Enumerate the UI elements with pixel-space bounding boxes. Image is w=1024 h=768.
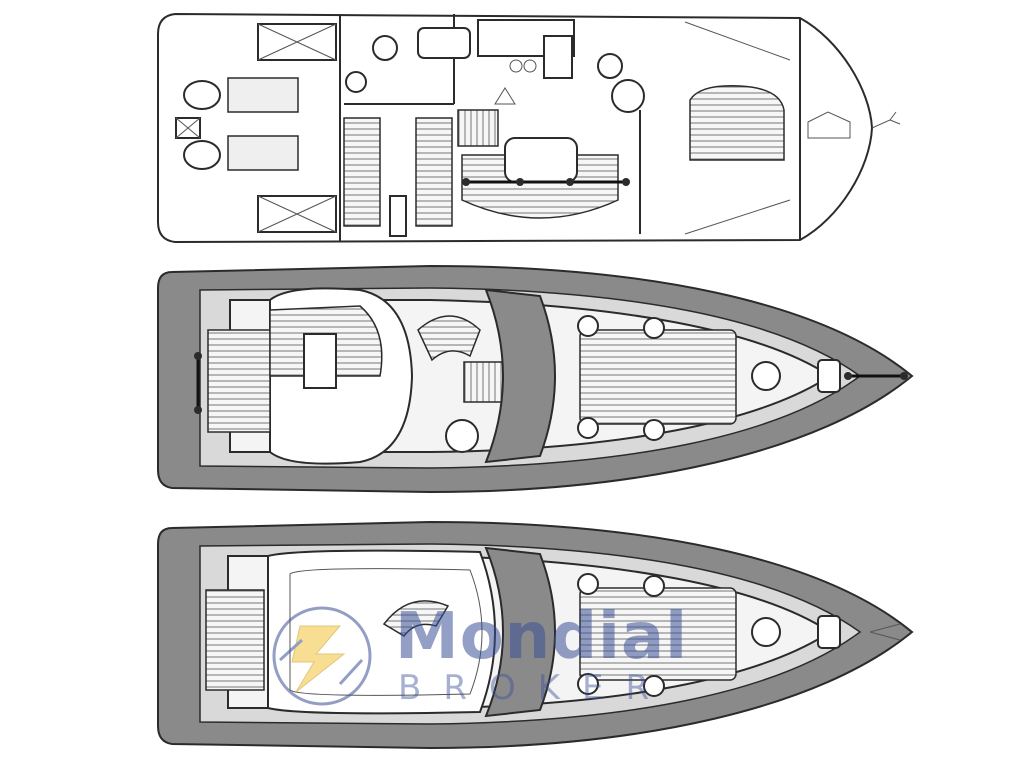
windshield <box>484 288 556 464</box>
aft-cabin <box>343 14 455 237</box>
berth-right <box>415 117 453 227</box>
engine-room <box>175 23 337 233</box>
hardtop-windshield <box>484 546 556 718</box>
forward-cabin <box>597 53 901 234</box>
helm-seating <box>417 315 481 362</box>
main-deck-view <box>157 264 914 494</box>
engine-port <box>227 77 299 113</box>
saloon <box>457 109 630 219</box>
hardtop-spiral-stairs <box>382 600 450 637</box>
forward-berth <box>689 85 785 161</box>
deck-hatch <box>751 361 781 391</box>
lower-hull-outline <box>157 12 874 244</box>
head-toilet-icon <box>611 79 645 113</box>
sunpad <box>579 329 737 425</box>
hardtop-roof <box>267 549 496 715</box>
toilet-icon <box>345 71 367 93</box>
saloon-dinette <box>461 154 619 219</box>
engine-starboard <box>227 135 299 171</box>
lower-deck-view <box>157 12 901 244</box>
sink-icon <box>417 27 471 59</box>
berth-left <box>343 117 381 227</box>
watermark-subtitle: BROKER <box>398 668 672 708</box>
galley <box>417 19 575 105</box>
mondial-logo-icon <box>272 606 372 706</box>
hardtop-view <box>157 520 914 750</box>
watermark-brand: Mondial <box>395 600 689 674</box>
